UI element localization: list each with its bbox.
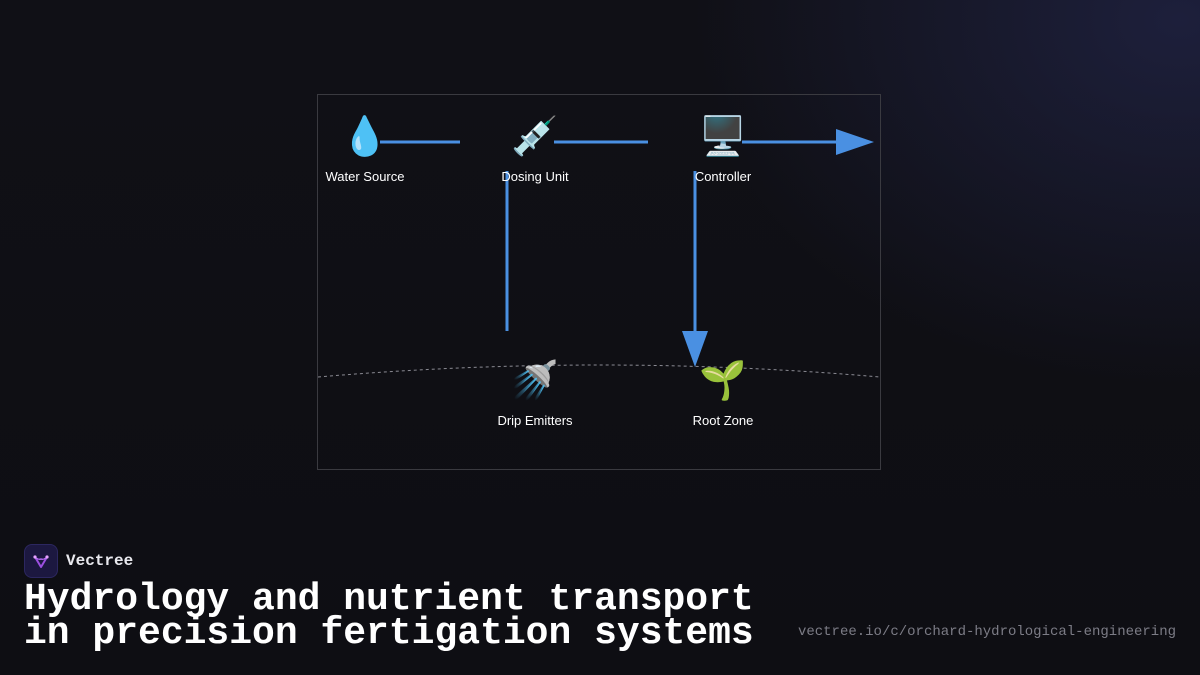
syringe-icon: 💉 (511, 114, 559, 158)
arrowhead-rootzone (682, 331, 708, 367)
node-label: Drip Emitters (497, 413, 573, 428)
node-label: Dosing Unit (501, 169, 569, 184)
seedling-icon: 🌱 (699, 358, 747, 402)
node-dosing-unit: 💉 Dosing Unit (475, 113, 595, 185)
node-label: Controller (694, 169, 752, 184)
node-water-source: 💧 Water Source (305, 113, 425, 185)
node-label: Water Source (325, 169, 405, 184)
vectree-logo-icon (24, 544, 58, 578)
brand: Vectree (24, 544, 133, 578)
arrowhead-controller-out (836, 129, 874, 155)
node-label: Root Zone (692, 413, 754, 428)
brand-name: Vectree (66, 552, 134, 570)
connectors-layer (318, 129, 881, 378)
node-controller: 🖥️ Controller (663, 113, 783, 185)
ground-line (318, 364, 881, 378)
node-root-zone: 🌱 Root Zone (663, 357, 783, 429)
flow-diagram: 💧 Water Source 💉 Dosing Unit 🖥️ Controll… (317, 94, 881, 470)
desktop-computer-icon: 🖥️ (699, 114, 747, 158)
water-drop-icon: 💧 (341, 114, 389, 158)
node-drip-emitters: 🚿 Drip Emitters (475, 357, 595, 429)
page-title: Hydrology and nutrient transport in prec… (24, 578, 754, 655)
shower-icon: 🚿 (511, 358, 559, 402)
course-url[interactable]: vectree.io/c/orchard-hydrological-engine… (797, 624, 1176, 640)
